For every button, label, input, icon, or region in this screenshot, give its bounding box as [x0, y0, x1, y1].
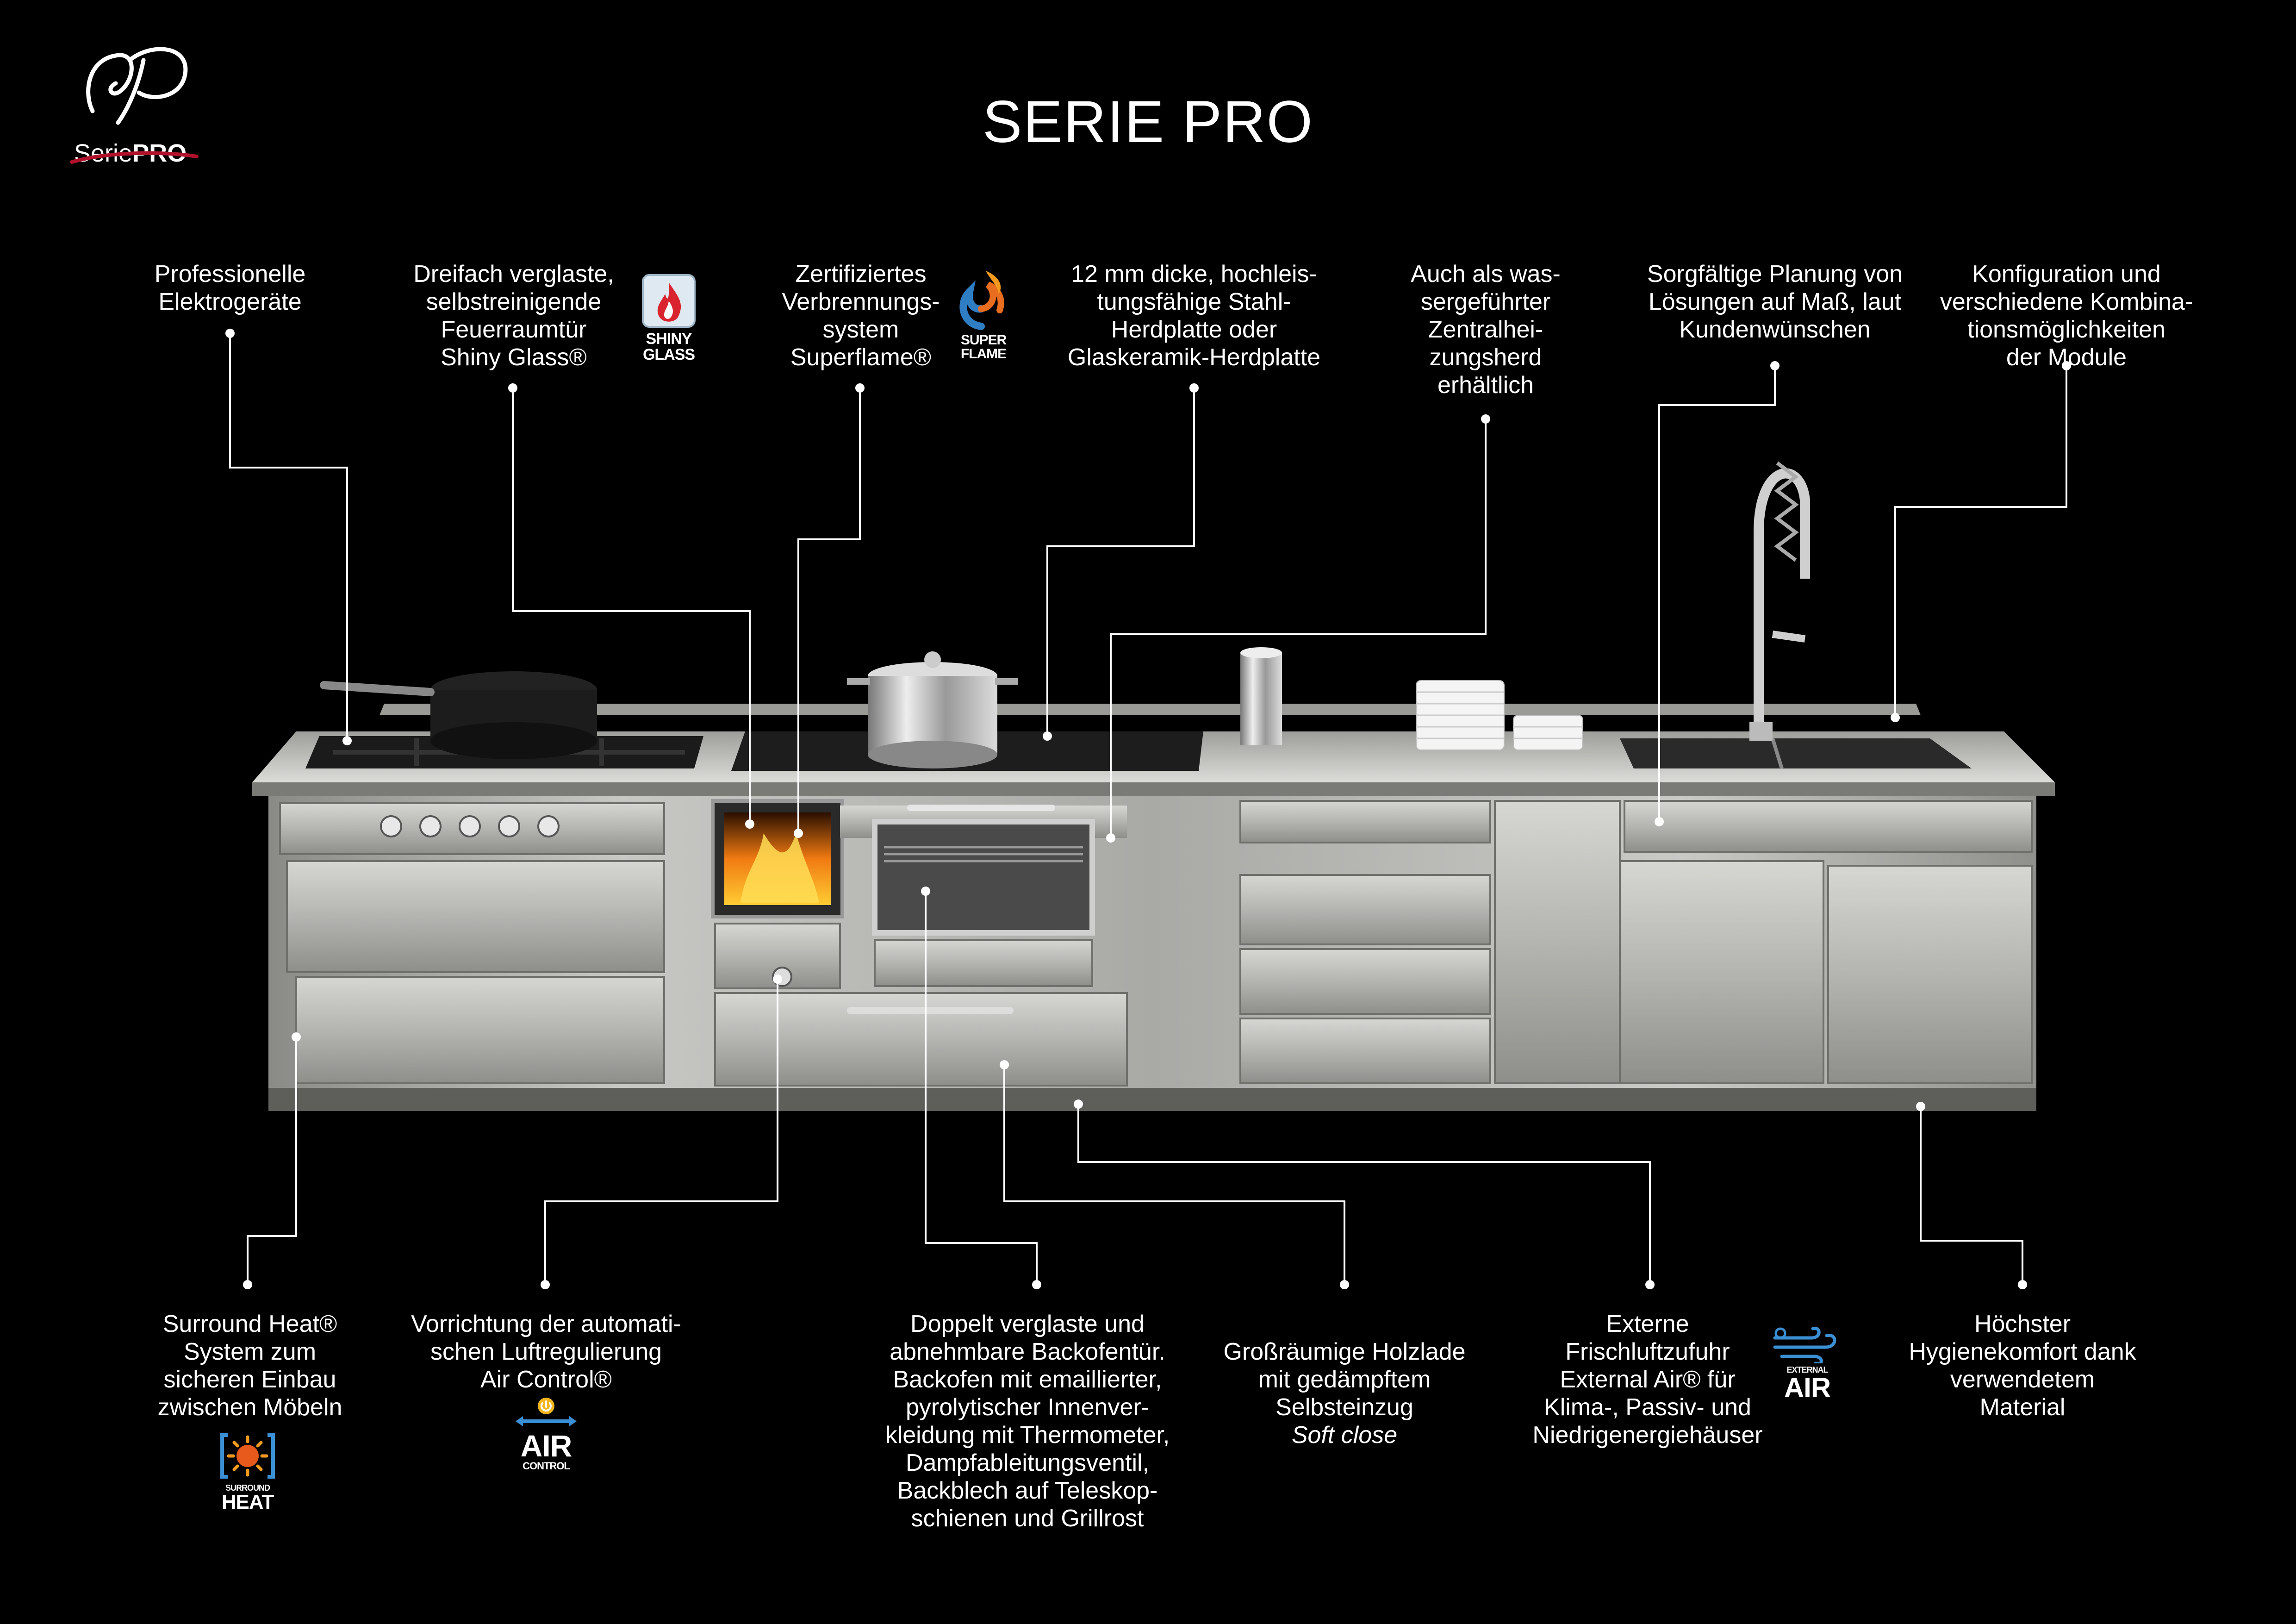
callout-konfiguration: Konfiguration und verschiedene Kombina- … — [1940, 261, 2193, 371]
callout-shiny-glass: Dreifach verglaste, selbstreinigende Feu… — [413, 261, 614, 371]
holzlade-italic: Soft close — [1291, 1422, 1398, 1449]
external-badge-line2: AIR — [1784, 1372, 1831, 1403]
air-badge-line1: AIR — [520, 1429, 572, 1463]
shiny-glass-badge: SHINY GLASS — [636, 273, 701, 362]
surround-badge-line2: HEAT — [221, 1491, 274, 1513]
callout-air-control: Vorrichtung der automati- schen Luftregu… — [411, 1311, 681, 1393]
superflame-badge: SUPER FLAME — [949, 266, 1018, 361]
serie-pro-logo: SeriePRO — [69, 42, 208, 176]
flame-icon — [642, 274, 696, 328]
surround-badge-line1: SURROUND — [225, 1483, 270, 1493]
logo-swoosh-icon — [70, 151, 199, 164]
air-badge-line2: CONTROL — [523, 1460, 570, 1472]
wind-icon — [1773, 1326, 1836, 1366]
callout-superflame: Zertifiziertes Verbrennungs- system Supe… — [782, 261, 940, 371]
callout-planung: Sorgfältige Planung von Lösungen auf Maß… — [1647, 261, 1903, 343]
callout-backofen: Doppelt verglaste und abnehmbare Backofe… — [885, 1311, 1170, 1532]
callout-elektrogeraete: Professionelle Elektrogeräte — [154, 261, 306, 315]
swirl-flame-icon — [959, 271, 1004, 330]
callout-herdplatte: 12 mm dicke, hochleis- tungsfähige Stahl… — [1067, 261, 1321, 371]
superflame-badge-line1: SUPER — [960, 332, 1007, 348]
shiny-badge-line2: GLASS — [642, 346, 695, 363]
callout-hygiene: Höchster Hygienekomfort dank verwendetem… — [1909, 1311, 2136, 1421]
holzlade-text: Großräumige Holzlade mit gedämpftem Selb… — [1223, 1338, 1466, 1421]
external-air-badge: EXTERNAL AIR — [1768, 1326, 1847, 1402]
shiny-badge-line1: SHINY — [646, 330, 692, 348]
air-control-icon — [516, 1398, 577, 1426]
superflame-badge-line2: FLAME — [960, 346, 1007, 362]
air-control-badge: AIR CONTROL — [511, 1396, 581, 1471]
callout-zentralheizung: Auch als was- sergeführter Zentralhei- z… — [1411, 261, 1561, 399]
callout-external-air: Externe Frischluftzufuhr External Air® f… — [1532, 1311, 1763, 1449]
callout-holzlade: Großräumige Holzlade mit gedämpftem Selb… — [1203, 1310, 1486, 1477]
callout-surround-heat: Surround Heat® System zum sicheren Einba… — [157, 1311, 342, 1421]
external-badge-line1: EXTERNAL — [1786, 1365, 1828, 1374]
logo-script-icon — [86, 47, 188, 125]
sun-heat-icon — [220, 1433, 275, 1479]
surround-heat-badge: SURROUND HEAT — [211, 1430, 285, 1512]
page-title: SERIE PRO — [982, 89, 1314, 155]
